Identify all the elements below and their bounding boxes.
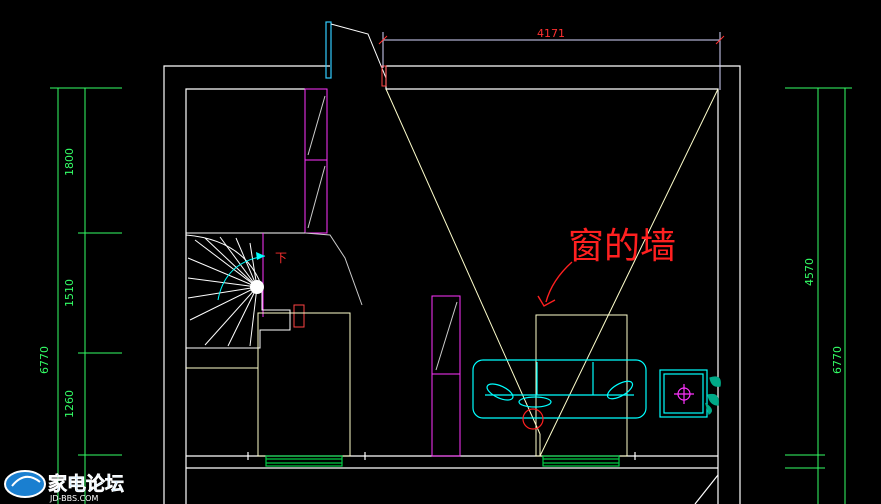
bottom-window-left: [265, 455, 343, 467]
right-total-label: 6770: [831, 346, 844, 374]
top-dimension: [378, 32, 725, 90]
stair-tread-3: [219, 236, 258, 288]
side-table-frame: [659, 369, 708, 418]
top-dimension-label: 4171: [537, 27, 565, 40]
wardrobe-door-swing-2: [307, 165, 326, 229]
stair-center-post: [250, 280, 264, 294]
outer-wall-right: [386, 65, 741, 504]
logo-swirl-stroke: [11, 475, 41, 487]
wall-corner-detail: [694, 474, 719, 504]
top-dim-tick-left: [378, 35, 388, 45]
inner-wall-left: [185, 88, 305, 504]
stair-tread-12: [249, 286, 258, 347]
bottom-windows: [247, 452, 636, 467]
window-wall-annotation: 窗的墙: [568, 226, 676, 267]
side-table-inner: [663, 373, 704, 414]
annotation-arrow-line: [545, 261, 573, 303]
bottom-window-right: [542, 455, 620, 467]
stair-tread-7: [187, 277, 258, 288]
left-seg-label-1: 1800: [63, 148, 76, 176]
stair-tread-4: [235, 237, 258, 288]
view-point-marker: [522, 408, 544, 430]
partition: [186, 232, 363, 317]
spiral-staircase: [185, 234, 305, 349]
sofa: [472, 359, 647, 430]
right-dimension-labels: 4570 6770: [803, 258, 844, 374]
annotation-arrow-head: [537, 295, 556, 307]
stair-tread-5: [249, 242, 258, 288]
left-seg-label-3: 1260: [63, 390, 76, 418]
sofa-frame: [472, 359, 647, 419]
sofa-cushion-center: [518, 396, 552, 408]
stair-tread-9: [189, 286, 258, 321]
left-seg-label-2: 1510: [63, 279, 76, 307]
wardrobe-frame: [304, 88, 328, 234]
door-swing-arc: [304, 232, 363, 306]
left-dimensions: [50, 87, 122, 504]
stair-tread-2: [204, 237, 258, 288]
middle-cabinet-swing: [435, 301, 458, 371]
stair-landing-mark: [293, 304, 305, 328]
right-seg-label: 4570: [803, 258, 816, 286]
right-dimensions: [785, 87, 852, 504]
stair-tread-11: [227, 286, 258, 347]
logo-subtext: JD-BBS.COM: [49, 494, 98, 503]
stair-tread-1: [194, 239, 258, 288]
top-dim-tick-right: [715, 35, 725, 45]
view-cone-left: [385, 88, 541, 435]
window-swing-line: [330, 23, 387, 79]
tall-cabinet-left: [304, 88, 328, 234]
window-jamb: [381, 65, 387, 87]
wardrobe-door-swing-1: [307, 95, 326, 156]
site-logo: 家电论坛 JD-BBS.COM: [4, 470, 124, 503]
middle-cabinet-frame: [431, 295, 461, 457]
stair-down-label: 下: [275, 251, 287, 265]
top-window-frame: [325, 21, 332, 79]
stair-outline: [185, 234, 291, 349]
outer-wall-left: [163, 65, 330, 504]
tall-cabinet-middle: [431, 295, 461, 457]
logo-swirl-icon: [4, 470, 46, 498]
left-dimension-labels: 1800 1510 1260 6770: [38, 148, 76, 418]
logo-text: 家电论坛: [48, 472, 124, 495]
side-table: [659, 369, 708, 418]
left-total-label: 6770: [38, 346, 51, 374]
stair-tread-8: [187, 286, 258, 299]
sofa-pillow-right: [606, 380, 634, 400]
sofa-pillow-left: [486, 383, 514, 401]
top-window: [325, 21, 387, 87]
stair-tread-10: [204, 286, 258, 346]
stair-direction-arrow: [256, 252, 265, 260]
stair-tread-6: [187, 257, 258, 288]
plant-icon: [704, 376, 721, 415]
